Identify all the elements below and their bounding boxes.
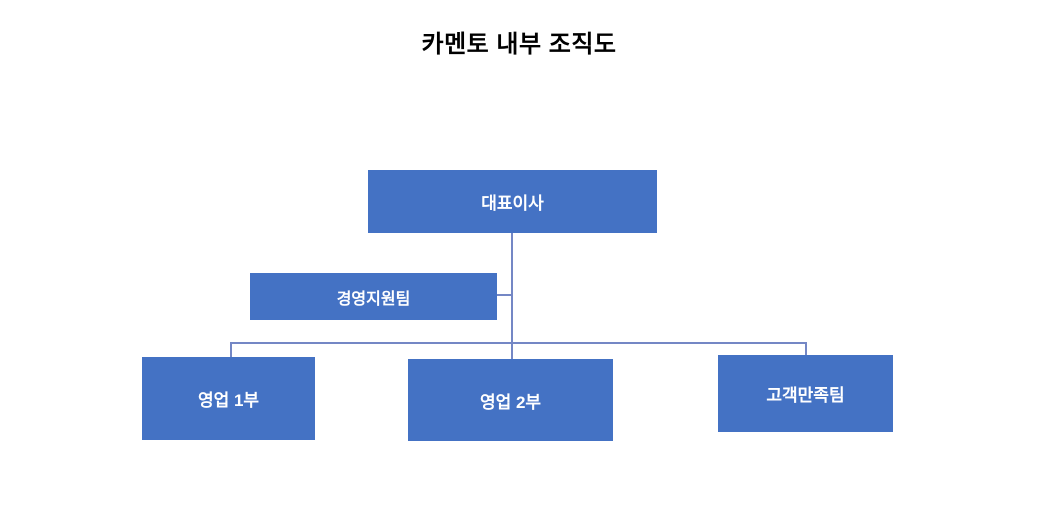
org-node-ceo-label: 대표이사 xyxy=(481,194,544,213)
chart-title: 카멘토 내부 조직도 xyxy=(421,31,617,58)
org-node-management-support: 경영지원팀 xyxy=(250,273,497,320)
org-node-sales-dept-1: 영업 1부 xyxy=(142,357,315,440)
org-node-customer-satisfaction-label: 고객만족팀 xyxy=(766,386,845,405)
org-node-sales-dept-2-label: 영업 2부 xyxy=(479,392,542,412)
org-node-management-support-label: 경영지원팀 xyxy=(336,290,411,308)
org-node-sales-dept-2: 영업 2부 xyxy=(408,359,613,441)
connector-ceo-vertical-line xyxy=(511,233,513,360)
connector-support-branch-line xyxy=(497,294,512,296)
connector-tick-sales1 xyxy=(230,342,232,358)
org-node-sales-dept-1-label: 영업 1부 xyxy=(197,391,260,410)
connector-horizontal-bus-line xyxy=(230,342,807,344)
org-node-ceo: 대표이사 xyxy=(368,170,657,233)
org-node-customer-satisfaction: 고객만족팀 xyxy=(718,355,893,432)
connector-tick-customer xyxy=(805,342,807,356)
